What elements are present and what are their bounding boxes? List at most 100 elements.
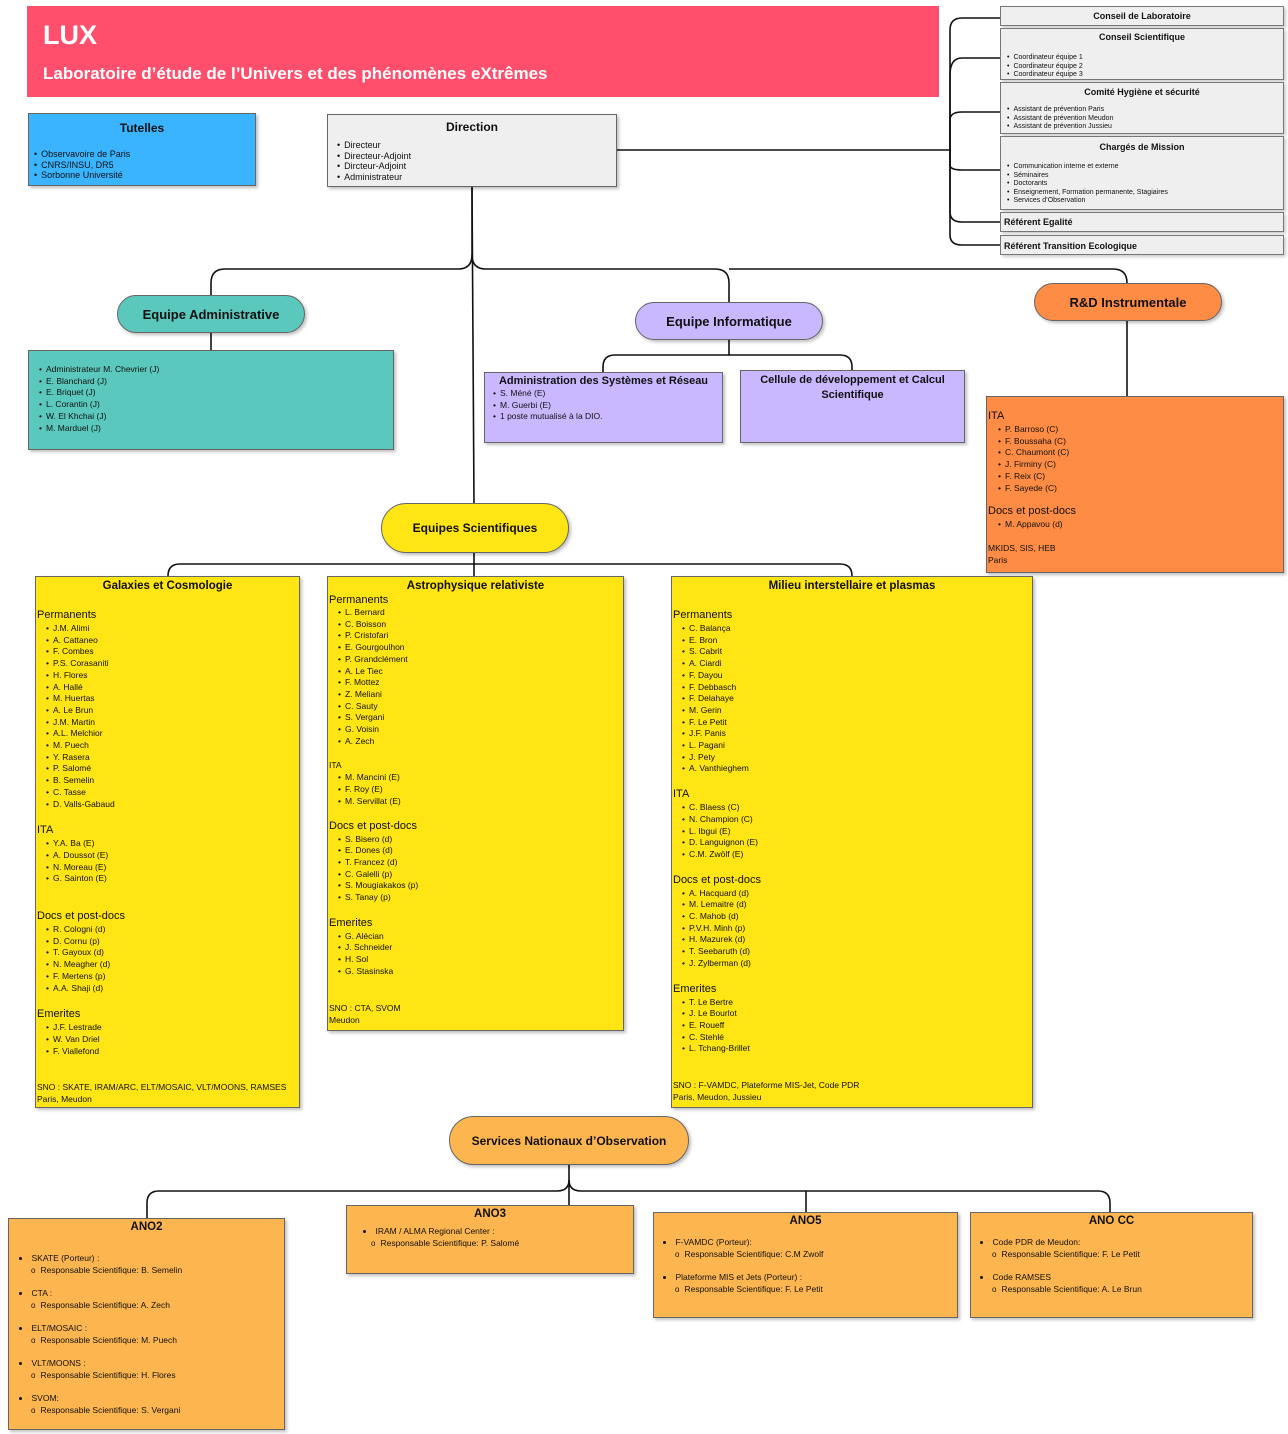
referent-transition-title: Référent Transition Ecologique — [1004, 241, 1138, 251]
list-item: F. Reix (C) — [998, 471, 1283, 483]
list-item: J.F. Panis — [672, 728, 1032, 740]
list-item: F. Le Petit — [672, 717, 1032, 729]
list-item: A. Le Brun — [36, 705, 299, 717]
list-item: B. Semelin — [36, 775, 299, 787]
admin-sys-box: Administration des Systèmes et Réseau S.… — [484, 372, 723, 443]
list-item: Coordinateur équipe 1 — [1007, 54, 1283, 63]
list-item: H. Sol — [328, 954, 623, 966]
list-item: J. Le Bourlot — [672, 1008, 1032, 1020]
list-item: J. Zylberman (d) — [672, 958, 1032, 970]
ano5-entry-name: Plateforme MIS et Jets (Porteur) : — [663, 1272, 957, 1284]
list-item: A. Zech — [328, 736, 623, 748]
ano5-entry-resp: Responsable Scientifique: C.M Zwolf — [675, 1249, 957, 1261]
anocc-entry-resp: Responsable Scientifique: F. Le Petit — [992, 1249, 1252, 1261]
list-item: C. Stehlé — [672, 1032, 1032, 1044]
list-item: C. Mahob (d) — [672, 911, 1032, 923]
direction-title: Direction — [445, 120, 498, 134]
list-item: Assistant de prévention Jussieu — [1007, 123, 1283, 132]
conseil-labo-title: Conseil de Laboratoire — [1093, 11, 1191, 21]
list-item: P. Grandclément — [328, 654, 623, 666]
list-item: N. Champion (C) — [672, 814, 1032, 826]
list-item: F. Mottez — [328, 677, 623, 689]
list-item: T. Le Bertre — [672, 997, 1032, 1009]
conseil-labo-box: Conseil de Laboratoire — [1000, 6, 1284, 26]
ano3-entry-resp: Responsable Scientifique: P. Salomé — [371, 1238, 633, 1250]
galaxies-emerites-label: Emerites — [37, 1008, 81, 1021]
galaxies-docs-list: R. Cologni (d) D. Cornu (p) T. Gayoux (d… — [36, 924, 299, 994]
equipe-admin-pill: Equipe Administrative — [117, 295, 305, 333]
ano2-box: ANO2 SKATE (Porteur) : Responsable Scien… — [8, 1218, 285, 1430]
anocc-entry-resp: Responsable Scientifique: A. Le Brun — [992, 1284, 1252, 1296]
milieu-ita-list: C. Blaess (C) N. Champion (C) L. Ibgui (… — [672, 802, 1032, 861]
rd-ita-label: ITA — [988, 410, 1005, 422]
milieu-box: Milieu interstellaire et plasmas Permane… — [671, 576, 1033, 1108]
list-item: G. Voisin — [328, 724, 623, 736]
list-item: S. Bisero (d) — [328, 834, 623, 846]
list-item: F. Dayou — [672, 670, 1032, 682]
list-item: E. Briquet (J) — [39, 387, 393, 399]
milieu-ita-label: ITA — [673, 788, 690, 801]
list-item: E. Roueff — [672, 1020, 1032, 1032]
list-item: F. Sayede (C) — [998, 483, 1283, 495]
list-item: C. Boisson — [328, 619, 623, 631]
list-item: Administrateur M. Chevrier (J) — [39, 364, 393, 376]
list-item: Directeur-Adjoint — [337, 151, 616, 162]
list-item: P.S. Corasaniti — [36, 658, 299, 670]
charges-mission-list: Communication interne et externe Séminai… — [1007, 163, 1283, 206]
list-item: M. Appavou (d) — [998, 519, 1283, 531]
ano2-entry: ELT/MOSAIC : Responsable Scientifique: M… — [19, 1323, 284, 1346]
ano3-entry: IRAM / ALMA Regional Center : Responsabl… — [363, 1226, 633, 1249]
list-item: Services d’Observation — [1007, 197, 1283, 206]
list-item: E. Bron — [672, 635, 1032, 647]
comite-hs-title: Comité Hygiène et sécurité — [1084, 87, 1200, 97]
astro-emerites-label: Emerites — [329, 916, 373, 929]
list-item: H. Flores — [36, 670, 299, 682]
milieu-emerites-label: Emerites — [673, 982, 717, 995]
ano3-box: ANO3 IRAM / ALMA Regional Center : Respo… — [346, 1205, 634, 1274]
list-item: F. Viallefond — [36, 1046, 299, 1058]
rd-footer-1: MKIDS, SIS, HEB — [988, 542, 1056, 553]
ano2-entry: VLT/MOONS : Responsable Scientifique: H.… — [19, 1358, 284, 1381]
list-item: M. Puech — [36, 740, 299, 752]
list-item: C. Galelli (p) — [328, 869, 623, 881]
galaxies-ita-label: ITA — [37, 824, 54, 837]
list-item: F. Debbasch — [672, 682, 1032, 694]
list-item: M. Gerin — [672, 705, 1032, 717]
anocc-entry: Code RAMSES Responsable Scientifique: A.… — [980, 1272, 1252, 1295]
list-item: A. Ciardi — [672, 658, 1032, 670]
ano2-entry-name: CTA : — [19, 1288, 284, 1300]
list-item: Administrateur — [337, 172, 616, 183]
list-item: P. Cristofari — [328, 630, 623, 642]
galaxies-sites: Paris, Meudon — [37, 1094, 92, 1105]
list-item: C. Balança — [672, 623, 1032, 635]
list-item: M. Lemaitre (d) — [672, 899, 1032, 911]
rd-docs-label: Docs et post-docs — [988, 505, 1077, 518]
conseil-sci-box: Conseil Scientifique Coordinateur équipe… — [1000, 28, 1284, 80]
list-item: W. El Khchai (J) — [39, 411, 393, 423]
galaxies-emerites-list: J.F. Lestrade W. Van Driel F. Viallefond — [36, 1022, 299, 1057]
list-item: T. Seebaruth (d) — [672, 946, 1032, 958]
list-item: A. Vanthieghem — [672, 763, 1032, 775]
comite-hs-list: Assistant de prévention Paris Assistant … — [1007, 106, 1283, 132]
list-item: Coordinateur équipe 3 — [1007, 71, 1283, 80]
astro-ita-list: M. Mancini (E) F. Roy (E) M. Servillat (… — [328, 772, 623, 807]
equipe-info-pill: Equipe Informatique — [635, 302, 823, 340]
milieu-permanents-list: C. Balança E. Bron S. Cabrit A. Ciardi F… — [672, 623, 1032, 775]
list-item: D. Valls-Gabaud — [36, 799, 299, 811]
list-item: D. Cornu (p) — [36, 936, 299, 948]
charges-mission-title: Chargés de Mission — [1099, 142, 1185, 152]
charges-mission-box: Chargés de Mission Communication interne… — [1000, 136, 1284, 210]
list-item: E. Dones (d) — [328, 845, 623, 857]
list-item: C. Sauty — [328, 701, 623, 713]
ano2-entry-resp: Responsable Scientifique: S. Vergani — [31, 1405, 284, 1417]
ano5-entry-resp: Responsable Scientifique: F. Le Petit — [675, 1284, 957, 1296]
astro-title: Astrophysique relativiste — [406, 580, 545, 592]
milieu-sites: Paris, Meudon, Jussieu — [673, 1092, 762, 1103]
list-item: 1 poste mutualisé à la DIO. — [493, 411, 722, 423]
list-item: E. Blanchard (J) — [39, 376, 393, 388]
list-item: A. Hacquard (d) — [672, 888, 1032, 900]
list-item: A. Hallé — [36, 682, 299, 694]
list-item: P.V.H. Minh (p) — [672, 923, 1032, 935]
header-banner: LUX Laboratoire d’étude de l’Univers et … — [27, 6, 939, 97]
